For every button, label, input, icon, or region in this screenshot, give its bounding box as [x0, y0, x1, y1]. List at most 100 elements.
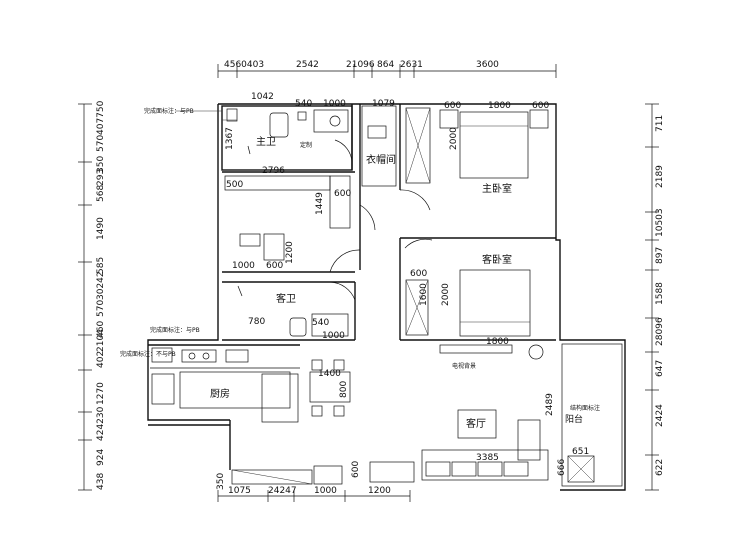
chair-icon	[367, 125, 387, 139]
dim-mbr-2000: 2000	[449, 127, 459, 150]
chair-2	[333, 359, 345, 371]
dim-gb-1600: 1600	[419, 283, 429, 306]
dim-left-6: 1490	[96, 217, 106, 240]
kitchen-sink-2	[151, 373, 175, 405]
door-swings	[329, 139, 433, 273]
room-living-room: 客厅	[466, 417, 486, 430]
dim-mbr-600b: 600	[532, 101, 549, 111]
room-guest-bedroom: 客卧室	[482, 253, 512, 266]
chair-1	[311, 359, 323, 371]
dim-study-500: 500	[226, 180, 243, 190]
study-cabinet	[329, 175, 351, 229]
guest-bath: 客卫 780 540 1000	[237, 281, 356, 341]
dim-mb-width: 1042	[251, 92, 274, 102]
dim-right-6: 28096	[655, 317, 665, 346]
armchair	[517, 419, 541, 461]
left-dimension-labels: 407750 570 350 293 568 1490 585 30242 57…	[96, 100, 106, 490]
guest-bedroom: 600 1600 2000 客卧室 1800 电视背景	[405, 253, 544, 370]
gb-door-swing	[404, 238, 433, 249]
dining: 1400 800	[309, 359, 351, 417]
dim-mb-1000: 1000	[323, 99, 346, 109]
room-closet: 衣帽间	[366, 153, 396, 166]
dim-left-3: 350	[96, 156, 106, 173]
dim-left-10: 460	[96, 321, 106, 338]
dim-study-2796: 2796	[262, 166, 285, 176]
dim-bal-651: 651	[572, 447, 589, 457]
dim-left-4: 293	[96, 169, 106, 186]
room-guest-bath: 客卫	[276, 292, 296, 305]
dim-left-17: 438	[96, 473, 106, 490]
study: 2796 500 600 1449 1000 600 1200	[224, 166, 376, 271]
kitchen-note-1: 完成面标注：与PB	[150, 326, 200, 334]
dim-left-16: 924	[96, 449, 106, 466]
dim-study-1449: 1449	[315, 192, 325, 215]
right-dimension-chain: 711 2189 10503 897 1588 28096 647 2424 6…	[645, 103, 665, 491]
dim-top-6: 3600	[476, 60, 499, 70]
dim-left-7: 585	[96, 257, 106, 274]
interior-walls	[148, 104, 556, 346]
balcony: 结构面标注 阳台 651 666	[557, 343, 623, 487]
room-master-bedroom: 主卧室	[482, 182, 512, 195]
dim-mbr-1800: 1800	[488, 101, 511, 111]
sofa	[421, 449, 549, 481]
dim-left-1: 407750	[96, 100, 106, 135]
kitchen: 完成面标注：与PB 完成面标注：不与PB 厨房	[120, 326, 300, 423]
shoe-cabinet	[231, 469, 313, 485]
dim-study-600: 600	[334, 189, 351, 199]
room-master-bath: 主卫	[256, 136, 276, 148]
gbath-door-swing	[329, 249, 361, 273]
room-balcony: 阳台	[565, 413, 583, 425]
kitchen-note-2: 完成面标注：不与PB	[120, 350, 176, 358]
dim-gb-1800: 1800	[486, 337, 509, 347]
closet-door-swing	[399, 189, 431, 211]
vanity-icon	[313, 109, 349, 133]
cabinet-3	[369, 461, 415, 483]
dim-right-3: 10503	[655, 208, 665, 237]
dim-left-14: 1270	[96, 382, 106, 405]
dim-gb-600: 600	[410, 269, 427, 279]
room-kitchen: 厨房	[210, 387, 230, 400]
dim-lr-2489: 2489	[545, 393, 555, 416]
dim-left-2: 570	[96, 135, 106, 152]
dim-bottom-4: 1200	[368, 486, 391, 496]
dim-left-5: 568	[96, 185, 106, 202]
dim-bottom-1: 1075	[228, 486, 251, 496]
dim-right-8: 2424	[655, 404, 665, 427]
closet: 1079 衣帽间	[361, 99, 431, 187]
dim-bottom-600: 600	[351, 461, 361, 478]
dim-mb-540: 540	[295, 99, 312, 109]
dim-left-13: 402	[96, 351, 106, 368]
dim-left-15: 424230	[96, 406, 106, 441]
dim-left-9: 570	[96, 300, 106, 317]
guest-bath-door	[329, 281, 356, 301]
dining-table	[309, 371, 351, 403]
dim-dining-800: 800	[339, 381, 349, 398]
dim-left-8: 30242	[96, 271, 106, 300]
dim-bottom-3: 1000	[314, 486, 337, 496]
dim-right-5: 1588	[655, 282, 665, 305]
sink-icon	[151, 347, 173, 363]
plant-icon	[528, 344, 544, 360]
dim-bottom-350: 350	[216, 473, 226, 490]
master-bedroom: 600 1800 600 2000 主卧室	[439, 101, 549, 195]
vent-icon	[297, 111, 307, 121]
dim-lr-3385: 3385	[476, 453, 499, 463]
dim-study-600b: 600	[266, 261, 283, 271]
dim-mbr-600: 600	[444, 101, 461, 111]
chair-3	[311, 405, 323, 417]
dim-gbath-780: 780	[248, 317, 265, 327]
study-door-swing	[359, 204, 376, 231]
dim-study-1200: 1200	[285, 241, 295, 264]
dim-right-1: 711	[655, 115, 665, 132]
dim-closet-1079: 1079	[372, 99, 395, 109]
balcony-cabinet	[567, 455, 595, 483]
master-bed	[459, 111, 529, 179]
dim-left-12: 2104	[96, 329, 106, 352]
tv-note: 电视背景	[452, 362, 476, 370]
dim-mb-1367: 1367	[225, 127, 235, 150]
shower-icon	[247, 145, 251, 155]
oven-icon	[225, 349, 249, 363]
dim-top-1: 4560403	[224, 60, 264, 70]
guest-shower-icon	[237, 285, 243, 297]
